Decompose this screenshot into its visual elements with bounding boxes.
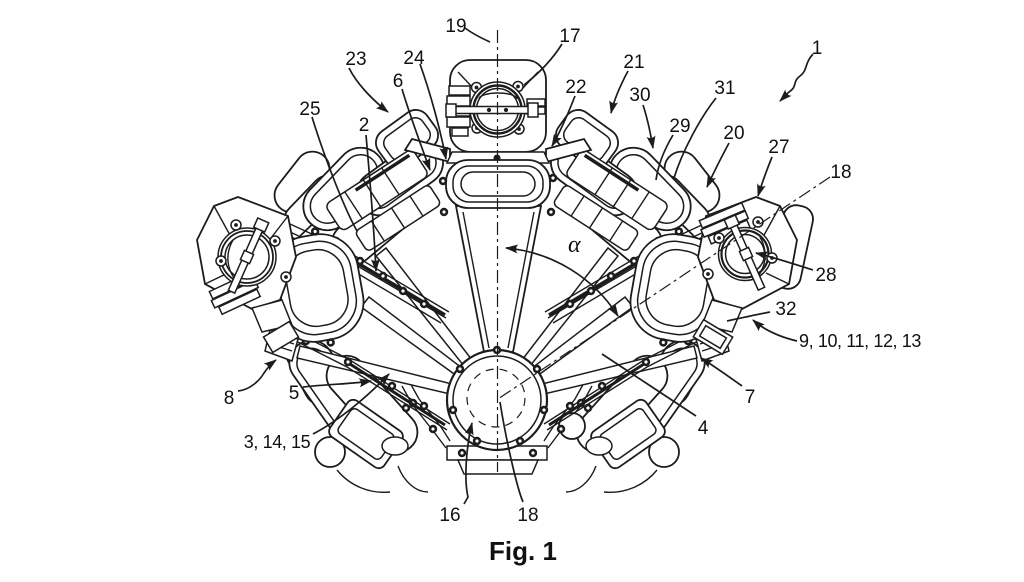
svg-text:8: 8 [224,388,235,409]
svg-text:32: 32 [775,299,796,320]
svg-text:α: α [568,232,581,258]
svg-text:31: 31 [714,78,735,99]
svg-text:16: 16 [439,505,460,526]
svg-text:27: 27 [768,137,789,158]
svg-text:24: 24 [403,48,425,69]
svg-text:19: 19 [445,16,466,37]
svg-text:6: 6 [393,71,404,92]
svg-text:Fig. 1: Fig. 1 [489,536,557,566]
svg-text:28: 28 [815,265,836,286]
svg-text:1: 1 [812,38,823,59]
svg-text:5: 5 [289,383,300,404]
svg-text:18: 18 [517,505,538,526]
svg-text:29: 29 [669,116,690,137]
svg-text:2: 2 [359,115,370,136]
svg-text:18: 18 [830,162,851,183]
svg-text:3, 14, 15: 3, 14, 15 [244,432,311,452]
svg-text:22: 22 [565,77,586,98]
svg-text:30: 30 [629,85,650,106]
svg-text:20: 20 [723,123,744,144]
svg-text:23: 23 [345,49,366,70]
svg-text:9, 10, 11, 12, 13: 9, 10, 11, 12, 13 [799,331,921,351]
svg-text:21: 21 [623,52,644,73]
svg-text:25: 25 [299,99,320,120]
svg-text:7: 7 [745,387,756,408]
svg-text:17: 17 [559,26,580,47]
svg-text:4: 4 [698,418,709,439]
